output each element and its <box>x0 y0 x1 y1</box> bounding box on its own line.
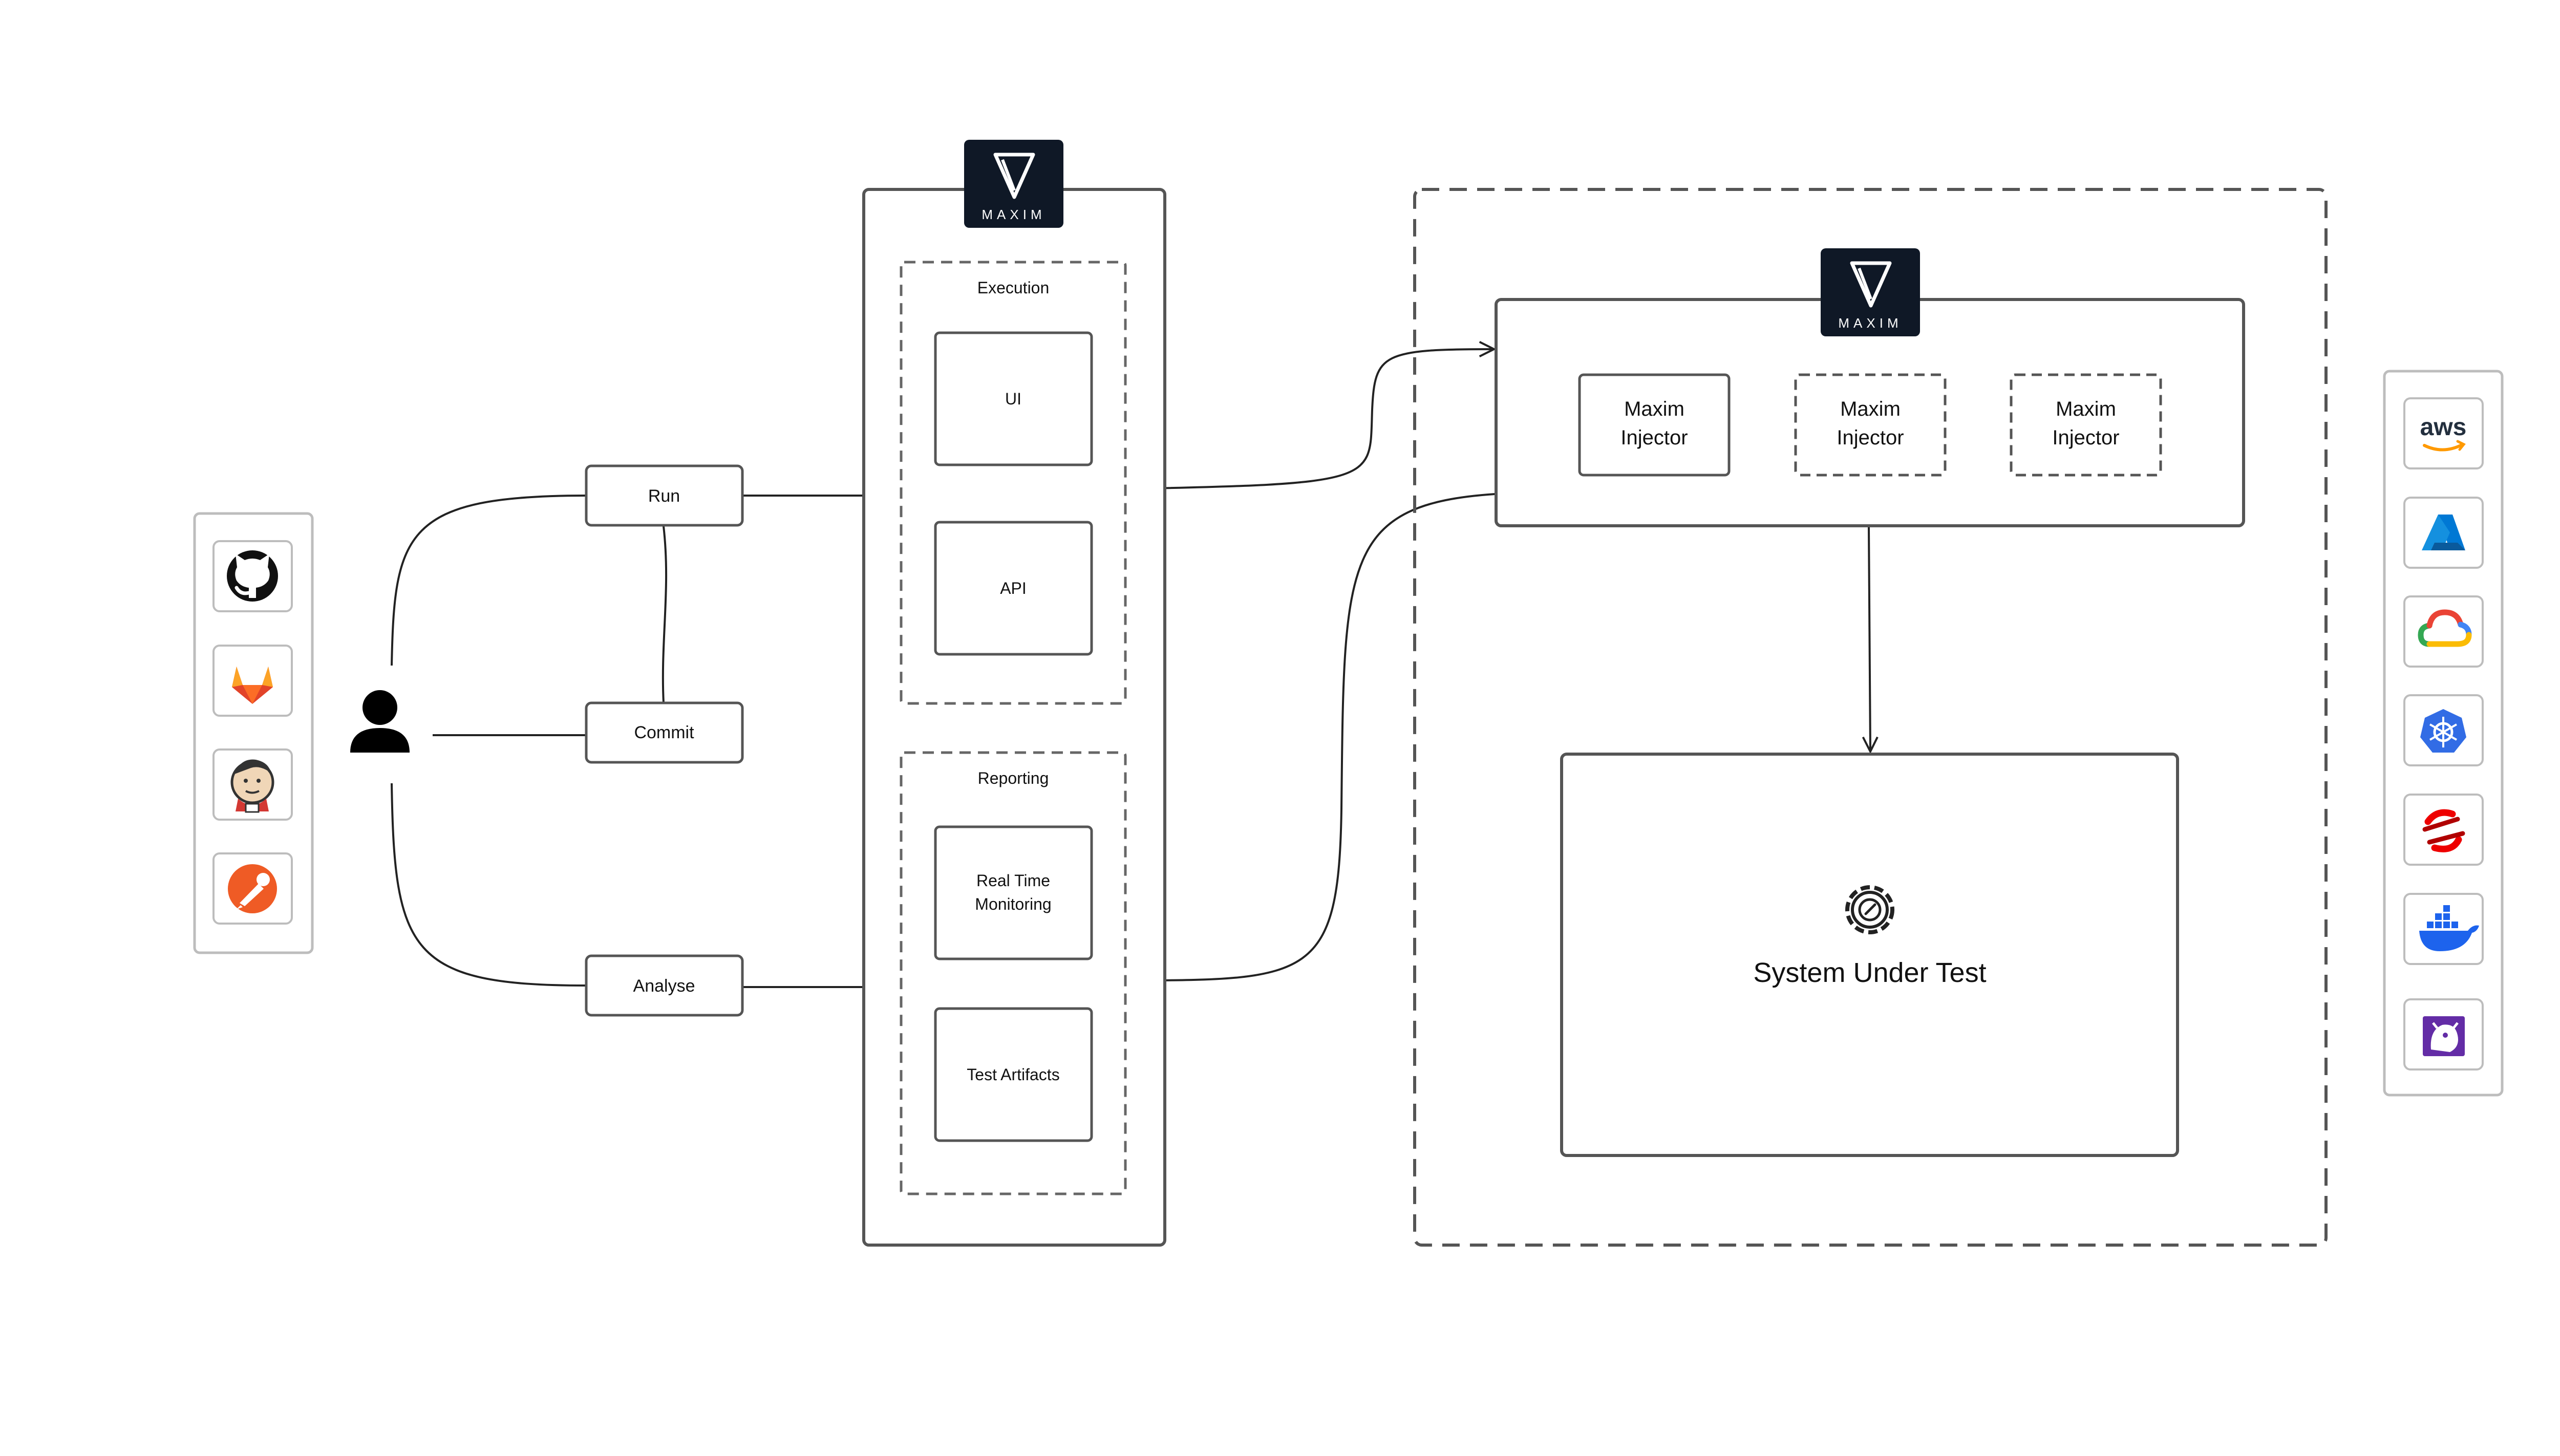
maxim-host-logo-text: MAXIM <box>1838 315 1902 331</box>
gear-icon <box>1845 885 1894 934</box>
connector-user-analyse <box>391 783 587 987</box>
ui-module[interactable]: UI <box>934 331 1093 466</box>
analyse-button[interactable]: Analyse <box>585 954 744 1017</box>
arrow-injectors-sut <box>1869 527 1870 752</box>
commit-label: Commit <box>634 723 694 742</box>
connector-user-run <box>391 495 587 666</box>
execution-title: Execution <box>977 279 1050 297</box>
aws-icon: aws <box>2420 414 2467 441</box>
datadog-icon <box>2423 1016 2465 1056</box>
gitlab-icon <box>232 667 273 704</box>
openshift-tile[interactable] <box>2403 794 2484 866</box>
run-button[interactable]: Run <box>585 464 744 527</box>
maxim-logo-text: MAXIM <box>982 207 1046 222</box>
arrow-injectors-reporting <box>1130 493 1496 980</box>
system-under-test-label: System Under Test <box>1753 957 1986 988</box>
analyse-label: Analyse <box>633 976 695 996</box>
right-platform-panel: aws <box>2383 370 2504 1097</box>
azure-icon <box>2422 515 2465 550</box>
maxim-logo: MAXIM <box>964 140 1063 228</box>
jenkins-icon <box>230 759 274 813</box>
github-tile[interactable] <box>212 540 293 612</box>
api-label: API <box>1000 579 1027 597</box>
docker-tile[interactable] <box>2403 893 2484 965</box>
reporting-title: Reporting <box>978 769 1049 787</box>
system-under-test[interactable]: System Under Test <box>1560 753 2179 1157</box>
datadog-tile[interactable] <box>2403 998 2484 1070</box>
maxim-host-logo: MAXIM <box>1821 248 1920 336</box>
test-artifacts-label: Test Artifacts <box>967 1065 1059 1084</box>
user-icon <box>350 690 410 753</box>
postman-icon <box>228 864 277 913</box>
api-module[interactable]: API <box>934 521 1093 656</box>
connectors <box>391 349 1870 987</box>
jenkins-tile[interactable] <box>212 748 293 821</box>
gitlab-tile[interactable] <box>212 645 293 717</box>
docker-icon <box>2419 905 2479 951</box>
left-tool-panel <box>193 512 314 954</box>
openshift-icon <box>2422 809 2465 852</box>
google-cloud-icon <box>2418 609 2472 647</box>
aws-tile[interactable]: aws <box>2403 397 2484 469</box>
run-label: Run <box>648 486 680 506</box>
maxim-mark-icon <box>993 153 1035 199</box>
ui-label: UI <box>1005 390 1021 408</box>
arrow-execution-injectors <box>1126 349 1494 490</box>
kubernetes-tile[interactable] <box>2403 694 2484 766</box>
kubernetes-icon <box>2420 709 2466 753</box>
commit-button[interactable]: Commit <box>585 701 744 764</box>
google-cloud-tile[interactable] <box>2403 595 2484 668</box>
maxim-host-mark-icon <box>1850 261 1892 308</box>
azure-tile[interactable] <box>2403 497 2484 569</box>
execution-group: Execution UI API <box>900 261 1127 705</box>
postman-tile[interactable] <box>212 852 293 925</box>
test-artifacts-module[interactable]: Test Artifacts <box>934 1007 1093 1142</box>
github-icon <box>227 550 278 602</box>
connector-run-commit <box>662 526 668 703</box>
